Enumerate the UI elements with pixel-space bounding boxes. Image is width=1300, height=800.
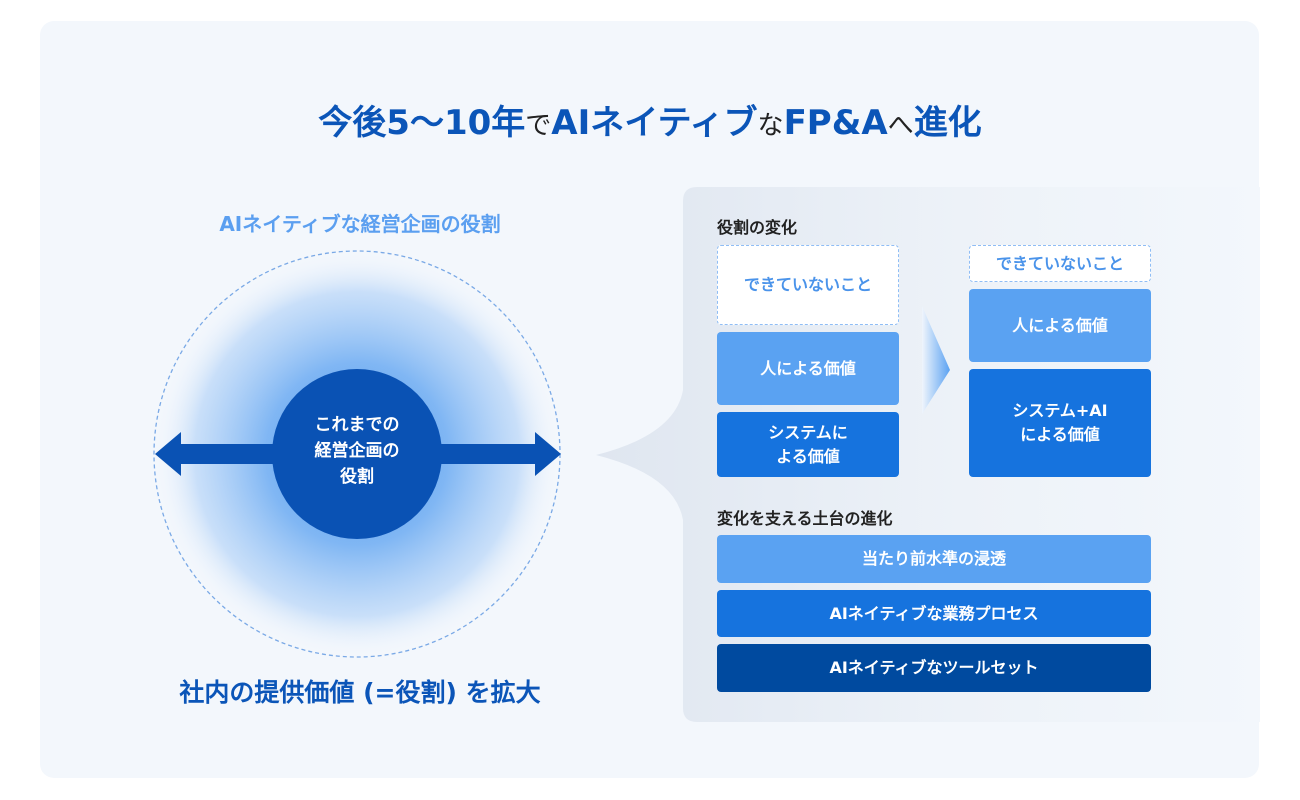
title-part: FP&A	[783, 103, 888, 143]
role-change-heading: 役割の変化	[717, 218, 798, 237]
title-part: 進化	[913, 103, 982, 143]
inner-role-circle	[272, 369, 442, 539]
title-part: で	[525, 111, 552, 141]
current-role-line: 役割	[340, 467, 374, 487]
current-role-line: 経営企画の	[314, 441, 400, 461]
title-part: へ	[887, 111, 914, 141]
after-human-value-box: 人による価値	[969, 289, 1151, 362]
page-title: 今後5〜10年でAIネイティブなFP&Aへ進化	[0, 95, 1300, 144]
role-expansion-graphic	[153, 250, 561, 658]
foundation-heading: 変化を支える土台の進化	[717, 509, 893, 528]
box-line: による価値	[1020, 425, 1100, 444]
foundation-bar-toolset: AIネイティブなツールセット	[717, 644, 1151, 692]
foundation-bar-standard: 当たり前水準の浸透	[717, 535, 1151, 583]
ai-native-role-subtitle: AIネイティブな経営企画の役割	[219, 212, 501, 236]
title-part: AIネイティブ	[551, 103, 758, 143]
current-role-label: これまでの 経営企画の 役割	[272, 412, 442, 490]
box-line: システム+AI	[1012, 401, 1108, 420]
after-system-ai-value-box: システム+AI による価値	[969, 369, 1151, 477]
current-role-line: これまでの	[314, 415, 400, 435]
after-not-done-box: できていないこと	[969, 245, 1151, 282]
title-part: な	[757, 111, 784, 141]
expand-value-caption: 社内の提供価値 (=役割) を拡大	[179, 678, 541, 707]
foundation-bar-process: AIネイティブな業務プロセス	[717, 590, 1151, 637]
box-line: よる価値	[776, 446, 840, 466]
before-not-done-box: できていないこと	[717, 245, 899, 325]
box-line: システムに	[768, 422, 848, 442]
title-part: 今後5〜10年	[318, 103, 526, 143]
before-system-value-box: システムに よる価値	[717, 412, 899, 477]
before-human-value-box: 人による価値	[717, 332, 899, 405]
